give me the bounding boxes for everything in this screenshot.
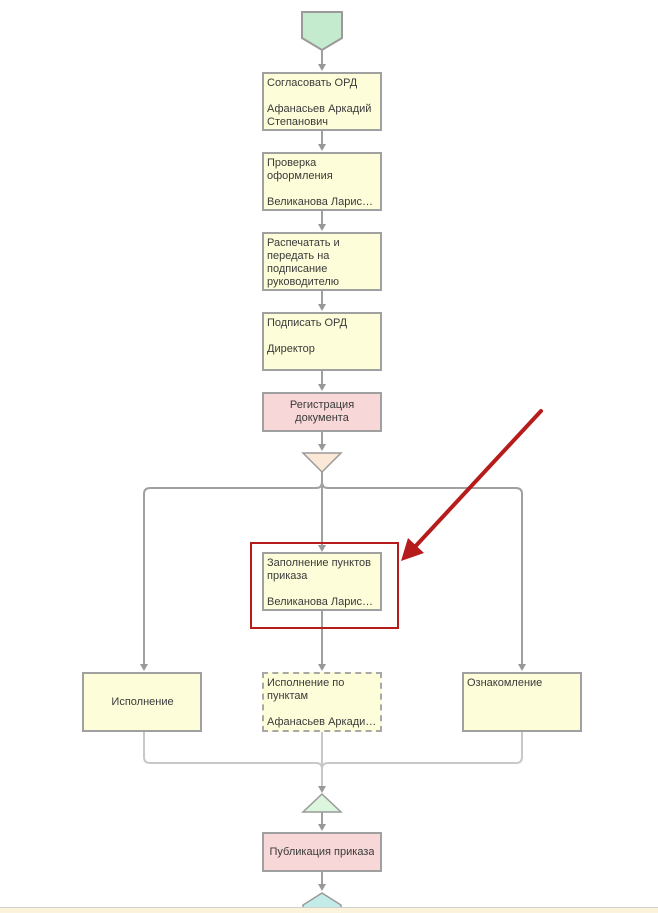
- task-title: Подписать ОРД: [267, 317, 348, 329]
- arrowhead-icon: [318, 224, 326, 231]
- task-node-exec-points[interactable]: Исполнение по пунктам Афанасьев Аркадий …: [262, 672, 382, 732]
- task-title: Проверка: [267, 157, 317, 169]
- node-title: Регистрация: [289, 399, 355, 411]
- arrowhead-icon: [318, 64, 326, 71]
- task-assignee: Великанова Лариса ...: [267, 196, 378, 208]
- task-title: Распечатать и: [267, 237, 340, 249]
- arrowhead-icon: [318, 824, 326, 831]
- registration-node[interactable]: Регистрация документа: [262, 392, 382, 432]
- task-assignee: Директор: [267, 343, 315, 355]
- start-node-icon[interactable]: [301, 11, 343, 52]
- annotation-arrow: [401, 409, 543, 561]
- arrowhead-icon: [318, 384, 326, 391]
- task-node-familiarize[interactable]: Ознакомление: [462, 672, 582, 732]
- arrowhead-icon: [318, 444, 326, 451]
- connector: [321, 732, 523, 770]
- node-title: Публикация приказа: [269, 845, 375, 858]
- task-assignee: Великанова Лариса ...: [267, 596, 378, 608]
- highlight-box: [250, 542, 399, 629]
- node-title: документа: [295, 412, 349, 424]
- task-title: подписание: [267, 263, 328, 275]
- task-node-approve[interactable]: Согласовать ОРД Афанасьев Аркадий Степан…: [262, 72, 382, 131]
- arrowhead-icon: [318, 786, 326, 793]
- task-title: Исполнение: [111, 696, 174, 708]
- task-assignee: Афанасьев Аркадий Степанович (Дирекц...: [267, 103, 372, 128]
- task-title: оформления: [267, 170, 333, 182]
- arrowhead-icon: [318, 545, 326, 552]
- bottom-panel-edge: [0, 907, 658, 913]
- arrowheads: [140, 64, 526, 891]
- connector: [143, 732, 323, 770]
- arrowhead-icon: [318, 884, 326, 891]
- task-title: Заполнение пунктов: [267, 557, 371, 569]
- join-gateway-icon[interactable]: [301, 792, 343, 813]
- task-title: руководителю: [267, 276, 340, 288]
- task-title: Согласовать ОРД: [267, 77, 358, 89]
- arrowhead-icon: [318, 664, 326, 671]
- connector: [321, 481, 523, 664]
- connector: [143, 481, 323, 664]
- task-assignee: Афанасьев Аркадий ...: [267, 716, 378, 728]
- connectors: [143, 50, 523, 884]
- task-title: приказа: [267, 570, 308, 582]
- task-node-sign[interactable]: Подписать ОРД Директор: [262, 312, 382, 371]
- task-node-check[interactable]: Проверка оформления Великанова Лариса ..…: [262, 152, 382, 211]
- annotation-arrow-shaft: [410, 409, 543, 552]
- arrowhead-icon: [318, 144, 326, 151]
- task-title: Ознакомление: [467, 677, 543, 689]
- task-node-fill[interactable]: Заполнение пунктов приказа Великанова Ла…: [262, 552, 382, 611]
- split-gateway-icon[interactable]: [301, 452, 343, 474]
- arrowhead-icon: [318, 304, 326, 311]
- task-title: пунктам: [267, 690, 309, 702]
- task-node-print[interactable]: Распечатать и передать на подписание рук…: [262, 232, 382, 291]
- arrowhead-icon: [518, 664, 526, 671]
- arrowhead-icon: [140, 664, 148, 671]
- task-title: Исполнение по: [267, 677, 345, 689]
- task-node-exec[interactable]: Исполнение: [82, 672, 202, 732]
- annotation-arrowhead-icon: [401, 538, 424, 561]
- task-title: передать на: [267, 250, 330, 262]
- publish-node[interactable]: Публикация приказа: [262, 832, 382, 872]
